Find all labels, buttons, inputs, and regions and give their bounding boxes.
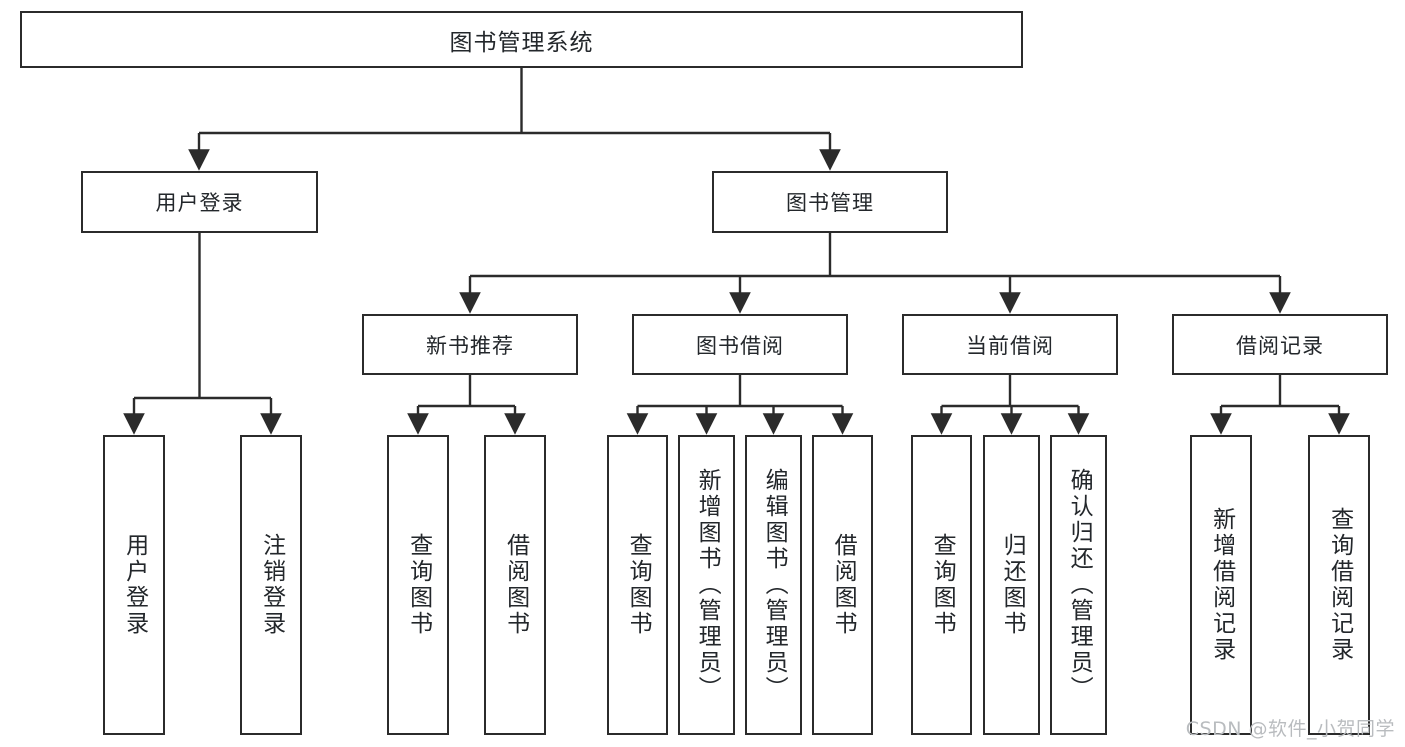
node-current-borrow[interactable]: 当前借阅	[902, 314, 1118, 375]
node-user-login[interactable]: 用户登录	[81, 171, 318, 233]
leaf-logout[interactable]: 注销登录	[240, 435, 302, 735]
leaf-borrow-book-2-label: 借阅图书	[830, 533, 857, 637]
leaf-edit-book-label: 编辑图书（管理员）	[761, 468, 788, 702]
leaf-user-login[interactable]: 用户登录	[103, 435, 165, 735]
node-user-login-label: 用户登录	[155, 191, 244, 215]
leaf-return-book-label: 归还图书	[999, 533, 1026, 637]
node-root[interactable]: 图书管理系统	[20, 11, 1023, 68]
leaf-logout-label: 注销登录	[258, 533, 285, 637]
node-new-book-recommend-label: 新书推荐	[426, 333, 514, 358]
leaf-borrow-book-1-label: 借阅图书	[502, 533, 529, 637]
node-new-book-recommend[interactable]: 新书推荐	[362, 314, 578, 375]
leaf-query-record[interactable]: 查询借阅记录	[1308, 435, 1370, 735]
leaf-add-record[interactable]: 新增借阅记录	[1190, 435, 1252, 735]
watermark: CSDN @软件_小贺同学	[1185, 718, 1395, 740]
leaf-query-book-3-label: 查询图书	[929, 533, 956, 637]
leaf-confirm-return[interactable]: 确认归还（管理员）	[1050, 435, 1107, 735]
leaf-query-book-1[interactable]: 查询图书	[387, 435, 449, 735]
node-book-borrow[interactable]: 图书借阅	[632, 314, 848, 375]
leaf-borrow-book-1[interactable]: 借阅图书	[484, 435, 546, 735]
leaf-user-login-label: 用户登录	[121, 533, 148, 637]
leaf-query-record-label: 查询借阅记录	[1326, 507, 1353, 663]
node-root-label: 图书管理系统	[449, 29, 594, 56]
leaf-query-book-2[interactable]: 查询图书	[607, 435, 668, 735]
leaf-add-book-label: 新增图书（管理员）	[694, 468, 721, 702]
leaf-return-book[interactable]: 归还图书	[983, 435, 1040, 735]
node-borrow-record[interactable]: 借阅记录	[1172, 314, 1388, 375]
leaf-query-book-1-label: 查询图书	[405, 533, 432, 637]
leaf-query-book-2-label: 查询图书	[625, 533, 652, 637]
node-borrow-record-label: 借阅记录	[1236, 333, 1324, 358]
leaf-add-record-label: 新增借阅记录	[1208, 507, 1235, 663]
node-book-manage-label: 图书管理	[786, 191, 874, 215]
node-book-manage[interactable]: 图书管理	[712, 171, 948, 233]
leaf-add-book[interactable]: 新增图书（管理员）	[678, 435, 735, 735]
leaf-edit-book[interactable]: 编辑图书（管理员）	[745, 435, 802, 735]
leaf-confirm-return-label: 确认归还（管理员）	[1066, 468, 1093, 702]
node-book-borrow-label: 图书借阅	[696, 333, 784, 358]
leaf-query-book-3[interactable]: 查询图书	[911, 435, 972, 735]
node-current-borrow-label: 当前借阅	[966, 333, 1054, 358]
leaf-borrow-book-2[interactable]: 借阅图书	[812, 435, 873, 735]
